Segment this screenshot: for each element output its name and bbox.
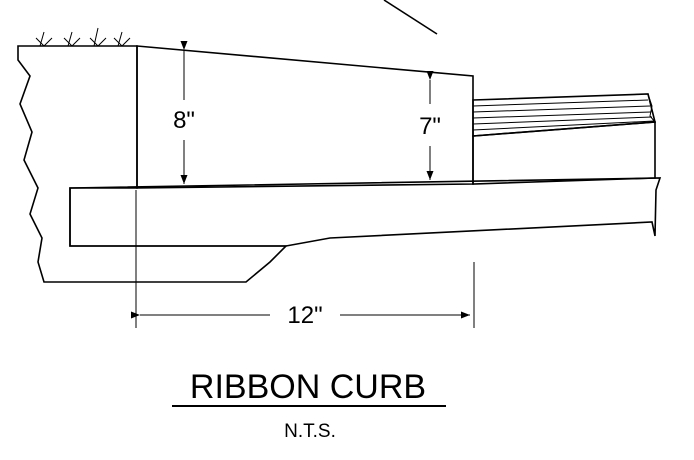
dimension-12in: 12" (131, 190, 475, 329)
dimension-8in: 8" (173, 41, 195, 184)
ribbon-curb-concrete (136, 45, 474, 189)
grass-symbols (35, 27, 131, 47)
aggregate-base-upper (472, 121, 656, 185)
drawing-title: RIBBON CURB (190, 368, 426, 406)
asphalt-pavement (472, 93, 657, 137)
dimension-7in: 7" (419, 71, 441, 180)
aggregate-base-lower (69, 177, 662, 247)
leader-line (383, 0, 438, 35)
dimension-7in-label: 7" (419, 113, 441, 140)
dimension-12in-label: 12" (287, 302, 322, 329)
drawing-scale-note: N.T.S. (284, 421, 336, 442)
dimension-8in-label: 8" (173, 107, 195, 134)
